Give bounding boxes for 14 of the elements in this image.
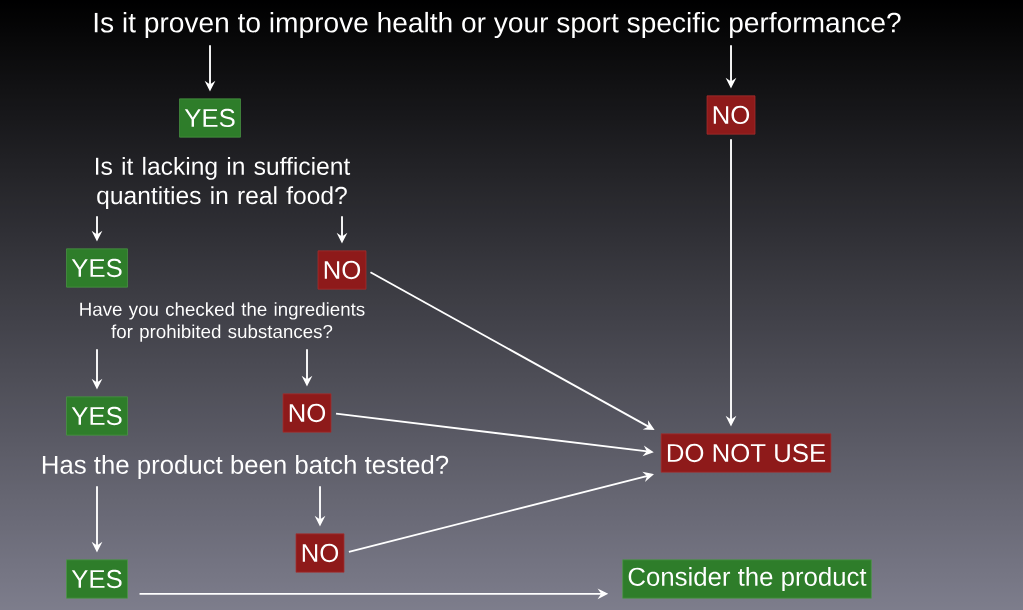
answer-box: NO: [282, 393, 332, 433]
question-text: Have you checked the ingredients for prohibited substances?: [80, 302, 365, 342]
answer-box: DO NOT USE: [660, 433, 832, 473]
answer-box: NO: [706, 95, 756, 135]
answer-box: YES: [179, 98, 241, 138]
question-text: Is it lacking in sufficient quantities in real food?: [96, 156, 351, 210]
answer-box: YES: [66, 248, 128, 288]
answer-box: YES: [66, 396, 128, 436]
answer-box: YES: [66, 559, 128, 599]
answer-box: NO: [317, 250, 367, 290]
question-text: Has the product been batch tested?: [42, 455, 449, 479]
answer-box: NO: [295, 533, 345, 573]
question-text: Is it proven to improve health or your sport specific performance?: [94, 11, 901, 39]
answer-box: Consider the product: [622, 559, 872, 599]
